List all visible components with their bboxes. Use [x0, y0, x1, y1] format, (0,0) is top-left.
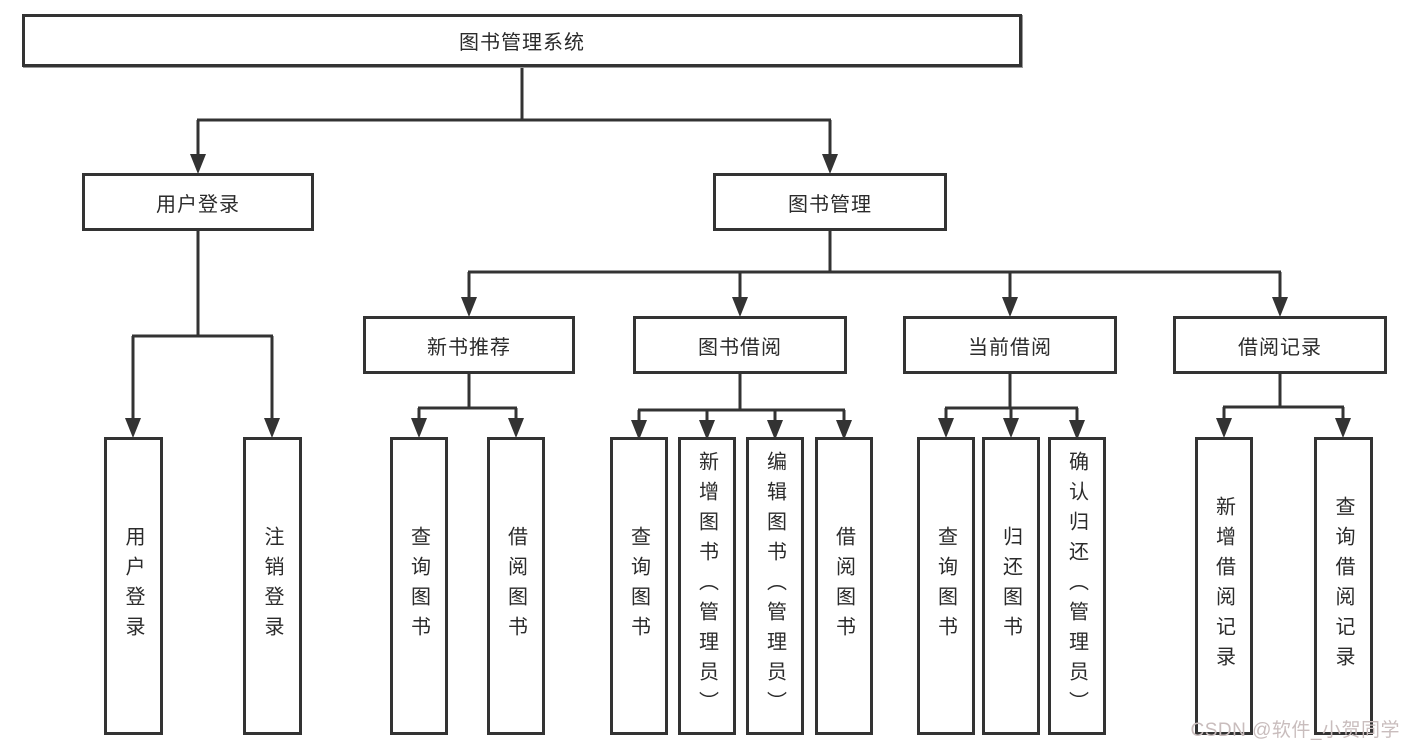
- leaf-confirm-return-admin: 确认归还（管理员）: [1048, 437, 1106, 735]
- connector-currentborrow-to-leaves: [944, 374, 1079, 421]
- node-label: 归还图书: [999, 526, 1022, 646]
- arrowhead: [125, 418, 141, 438]
- node-label: 编辑图书（管理员）: [763, 451, 786, 721]
- node-label: 借阅记录: [1238, 336, 1322, 359]
- arrowhead: [938, 418, 954, 438]
- arrowhead: [1002, 297, 1018, 317]
- connector-borrowrecord-to-leaves: [1222, 374, 1345, 419]
- leaf-logout-login: 注销登录: [243, 437, 302, 735]
- csdn-watermark: CSDN @软件_小贺同学: [1190, 720, 1400, 741]
- node-root-library-system: 图书管理系统: [22, 14, 1022, 67]
- arrowhead: [836, 420, 852, 440]
- arrowhead: [1069, 420, 1085, 440]
- node-label: 借阅图书: [504, 526, 527, 646]
- connector-bookmgmt-to-level3: [467, 231, 1282, 298]
- arrowhead: [1272, 297, 1288, 317]
- arrowhead: [732, 297, 748, 317]
- leaf-user-login: 用户登录: [104, 437, 163, 735]
- node-label: 新增图书（管理员）: [695, 451, 718, 721]
- arrowhead: [699, 420, 715, 440]
- node-label: 用户登录: [156, 193, 240, 216]
- node-current-borrow: 当前借阅: [903, 316, 1117, 374]
- leaf-query-borrow-record: 查询借阅记录: [1314, 437, 1373, 735]
- node-label: 查询图书: [627, 526, 650, 646]
- arrowhead: [767, 420, 783, 440]
- arrowhead: [411, 418, 427, 438]
- connector-root-to-level2: [196, 67, 832, 156]
- arrowhead: [631, 420, 647, 440]
- node-label: 查询图书: [407, 526, 430, 646]
- leaf-add-borrow-record: 新增借阅记录: [1195, 437, 1253, 735]
- node-new-book-recommend: 新书推荐: [363, 316, 575, 374]
- arrowhead: [822, 154, 838, 174]
- node-label: 借阅图书: [832, 526, 855, 646]
- node-label: 新书推荐: [427, 336, 511, 359]
- node-user-login: 用户登录: [82, 173, 314, 231]
- node-book-management: 图书管理: [713, 173, 947, 231]
- node-label: 用户登录: [122, 526, 144, 646]
- node-label: 查询图书: [934, 526, 957, 646]
- arrowhead: [1003, 418, 1019, 438]
- node-label: 查询借阅记录: [1332, 496, 1354, 676]
- arrowhead: [461, 297, 477, 317]
- node-label: 当前借阅: [968, 336, 1052, 359]
- leaf-query-book-recommend: 查询图书: [390, 437, 448, 735]
- node-label: 确认归还（管理员）: [1065, 451, 1088, 721]
- leaf-query-book-current: 查询图书: [917, 437, 975, 735]
- leaf-borrow-book: 借阅图书: [815, 437, 873, 735]
- leaf-query-book-borrow: 查询图书: [610, 437, 668, 735]
- connector-bookborrow-to-leaves: [637, 374, 846, 421]
- node-label: 图书借阅: [698, 336, 782, 359]
- node-label: 图书管理系统: [459, 32, 585, 54]
- node-label: 注销登录: [261, 526, 283, 646]
- node-book-borrow: 图书借阅: [633, 316, 847, 374]
- arrowhead: [508, 418, 524, 438]
- arrowhead: [1216, 418, 1232, 438]
- connector-userlogin-to-leaves: [131, 231, 274, 419]
- leaf-add-book-admin: 新增图书（管理员）: [678, 437, 736, 735]
- arrowhead: [264, 418, 280, 438]
- leaf-return-book: 归还图书: [982, 437, 1040, 735]
- leaf-edit-book-admin: 编辑图书（管理员）: [746, 437, 804, 735]
- arrowhead: [190, 154, 206, 174]
- arrowhead: [1335, 418, 1351, 438]
- leaf-borrow-book-recommend: 借阅图书: [487, 437, 545, 735]
- node-label: 图书管理: [788, 193, 872, 216]
- node-borrow-record: 借阅记录: [1173, 316, 1387, 374]
- connector-newbookrec-to-leaves: [417, 374, 518, 419]
- node-label: 新增借阅记录: [1212, 496, 1235, 676]
